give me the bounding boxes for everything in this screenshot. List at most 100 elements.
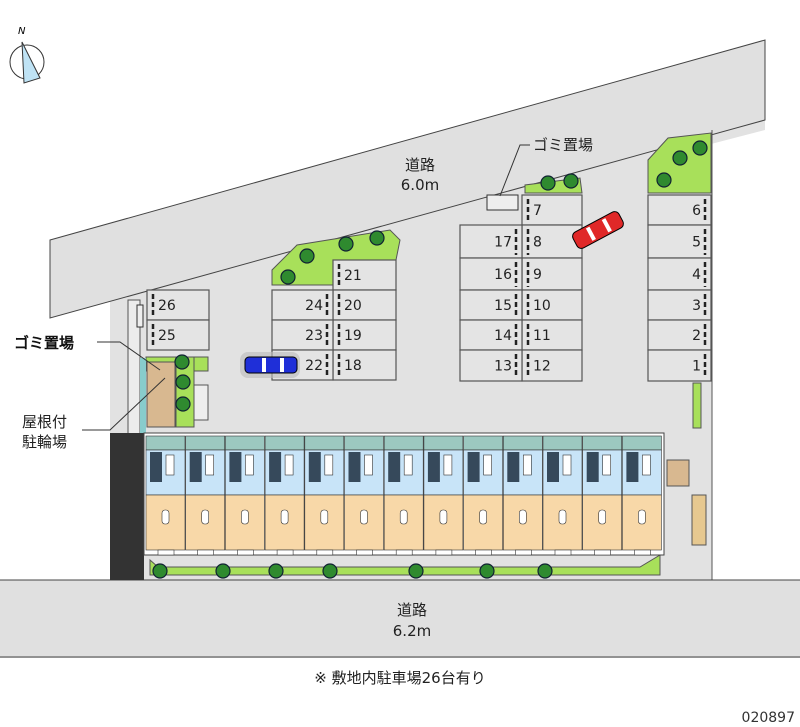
parking-spot: 9 [521, 257, 583, 291]
parking-spot: 26 [146, 289, 210, 321]
parking-spot-outline [647, 289, 712, 321]
parking-spot-outline [521, 194, 583, 226]
tree-icon [175, 374, 191, 390]
parking-spot-outline [647, 319, 712, 351]
tree-icon [174, 354, 190, 370]
parking-spot-number: 17 [494, 235, 512, 251]
parking-spot-number: 16 [494, 267, 512, 283]
storage-box [691, 494, 707, 546]
parking-spot-outline [271, 289, 334, 321]
parking-spot-number: 20 [344, 298, 362, 314]
parking-spot-number: 11 [533, 328, 551, 344]
tree-icon [175, 396, 191, 412]
parking-spot-number: 9 [533, 267, 542, 283]
parking-spot-outline [521, 319, 583, 351]
tree-icon [408, 563, 424, 579]
apartment-unit [622, 435, 662, 556]
parking-spot: 13 [459, 349, 523, 382]
apartment-unit [304, 435, 345, 556]
parking-spot-outline [459, 349, 523, 382]
parking-spot: 7 [521, 194, 583, 226]
road-bottom-name: 道路 [397, 601, 427, 619]
parking-spot: 20 [332, 289, 397, 321]
road-top [49, 39, 766, 319]
svg-text:N: N [18, 26, 26, 37]
parking-spot: 10 [521, 289, 583, 321]
tree-icon [280, 269, 296, 285]
parking-spot-number: 22 [305, 358, 323, 374]
parking-spot: 23 [271, 319, 334, 351]
parking-spot-number: 4 [692, 267, 701, 283]
apartment-unit [264, 435, 305, 556]
road-bottom [0, 580, 800, 658]
apartment-unit [502, 435, 543, 556]
parking-spot-outline [332, 319, 397, 351]
road-bottom-width: 6.2m [393, 622, 431, 640]
parking-spot-outline [647, 257, 712, 291]
garbage-label-top: ゴミ置場 [533, 136, 593, 154]
parking-spot: 19 [332, 319, 397, 351]
garbage-area-top [486, 194, 519, 211]
parking-spot: 21 [332, 259, 397, 291]
parking-spot-outline [146, 319, 210, 351]
parking-spot-outline [271, 319, 334, 351]
parking-spot-outline [332, 259, 397, 291]
parking-spot-number: 25 [158, 328, 176, 344]
parking-spot-number: 18 [344, 358, 362, 374]
parking-spot: 11 [521, 319, 583, 351]
parking-spot-outline [647, 224, 712, 259]
parking-spot-outline [521, 349, 583, 382]
parking-spot: 24 [271, 289, 334, 321]
tree-icon [479, 563, 495, 579]
parking-spot-number: 8 [533, 235, 542, 251]
parking-spot: 2 [647, 319, 712, 351]
parking-spot-number: 7 [533, 203, 542, 219]
parking-spot: 5 [647, 224, 712, 259]
parking-spot-number: 1 [692, 359, 701, 375]
parking-spot-number: 14 [494, 328, 512, 344]
parking-spot: 12 [521, 349, 583, 382]
parking-spot-number: 10 [533, 298, 551, 314]
tree-icon [540, 175, 556, 191]
tree-icon [563, 173, 579, 189]
parking-spot: 17 [459, 224, 523, 259]
parking-spot: 6 [647, 194, 712, 226]
parking-spot: 4 [647, 257, 712, 291]
parking-spot: 3 [647, 289, 712, 321]
parking-spot-number: 12 [533, 359, 551, 375]
tree-icon [268, 563, 284, 579]
parking-spot-number: 2 [692, 328, 701, 344]
parking-spot-outline [459, 319, 523, 351]
garbage-area-left [193, 384, 209, 421]
parking-spot-outline [647, 349, 712, 382]
tree-icon [537, 563, 553, 579]
tree-icon [672, 150, 688, 166]
parking-spot-outline [459, 289, 523, 321]
parking-spot-outline [521, 257, 583, 291]
parking-spot-number: 3 [692, 298, 701, 314]
parking-spot-number: 21 [344, 268, 362, 284]
parking-spot-number: 15 [494, 298, 512, 314]
bike-label-2: 駐輪場 [22, 433, 67, 451]
parking-spot-outline [459, 224, 523, 259]
compass-icon: N [9, 26, 45, 84]
parking-spot-number: 6 [692, 203, 701, 219]
parking-spot-outline [521, 289, 583, 321]
parking-spot-number: 5 [692, 235, 701, 251]
apartment-unit [383, 435, 424, 556]
red-car-icon [572, 211, 624, 249]
apartment-unit [145, 435, 186, 556]
parking-spots: 6543217891011121716151413212019182423222… [146, 194, 712, 382]
apartment-unit [582, 435, 623, 556]
garbage-label-left: ゴミ置場 [14, 334, 74, 352]
parking-spot-outline [332, 349, 397, 381]
parking-spot: 18 [332, 349, 397, 381]
parking-spot: 15 [459, 289, 523, 321]
tree-icon [692, 140, 708, 156]
parking-spot-outline [647, 194, 712, 226]
apartment-unit [542, 435, 583, 556]
parking-spot: 8 [521, 224, 583, 259]
blue-car-icon [240, 352, 300, 378]
tree-icon [338, 236, 354, 252]
